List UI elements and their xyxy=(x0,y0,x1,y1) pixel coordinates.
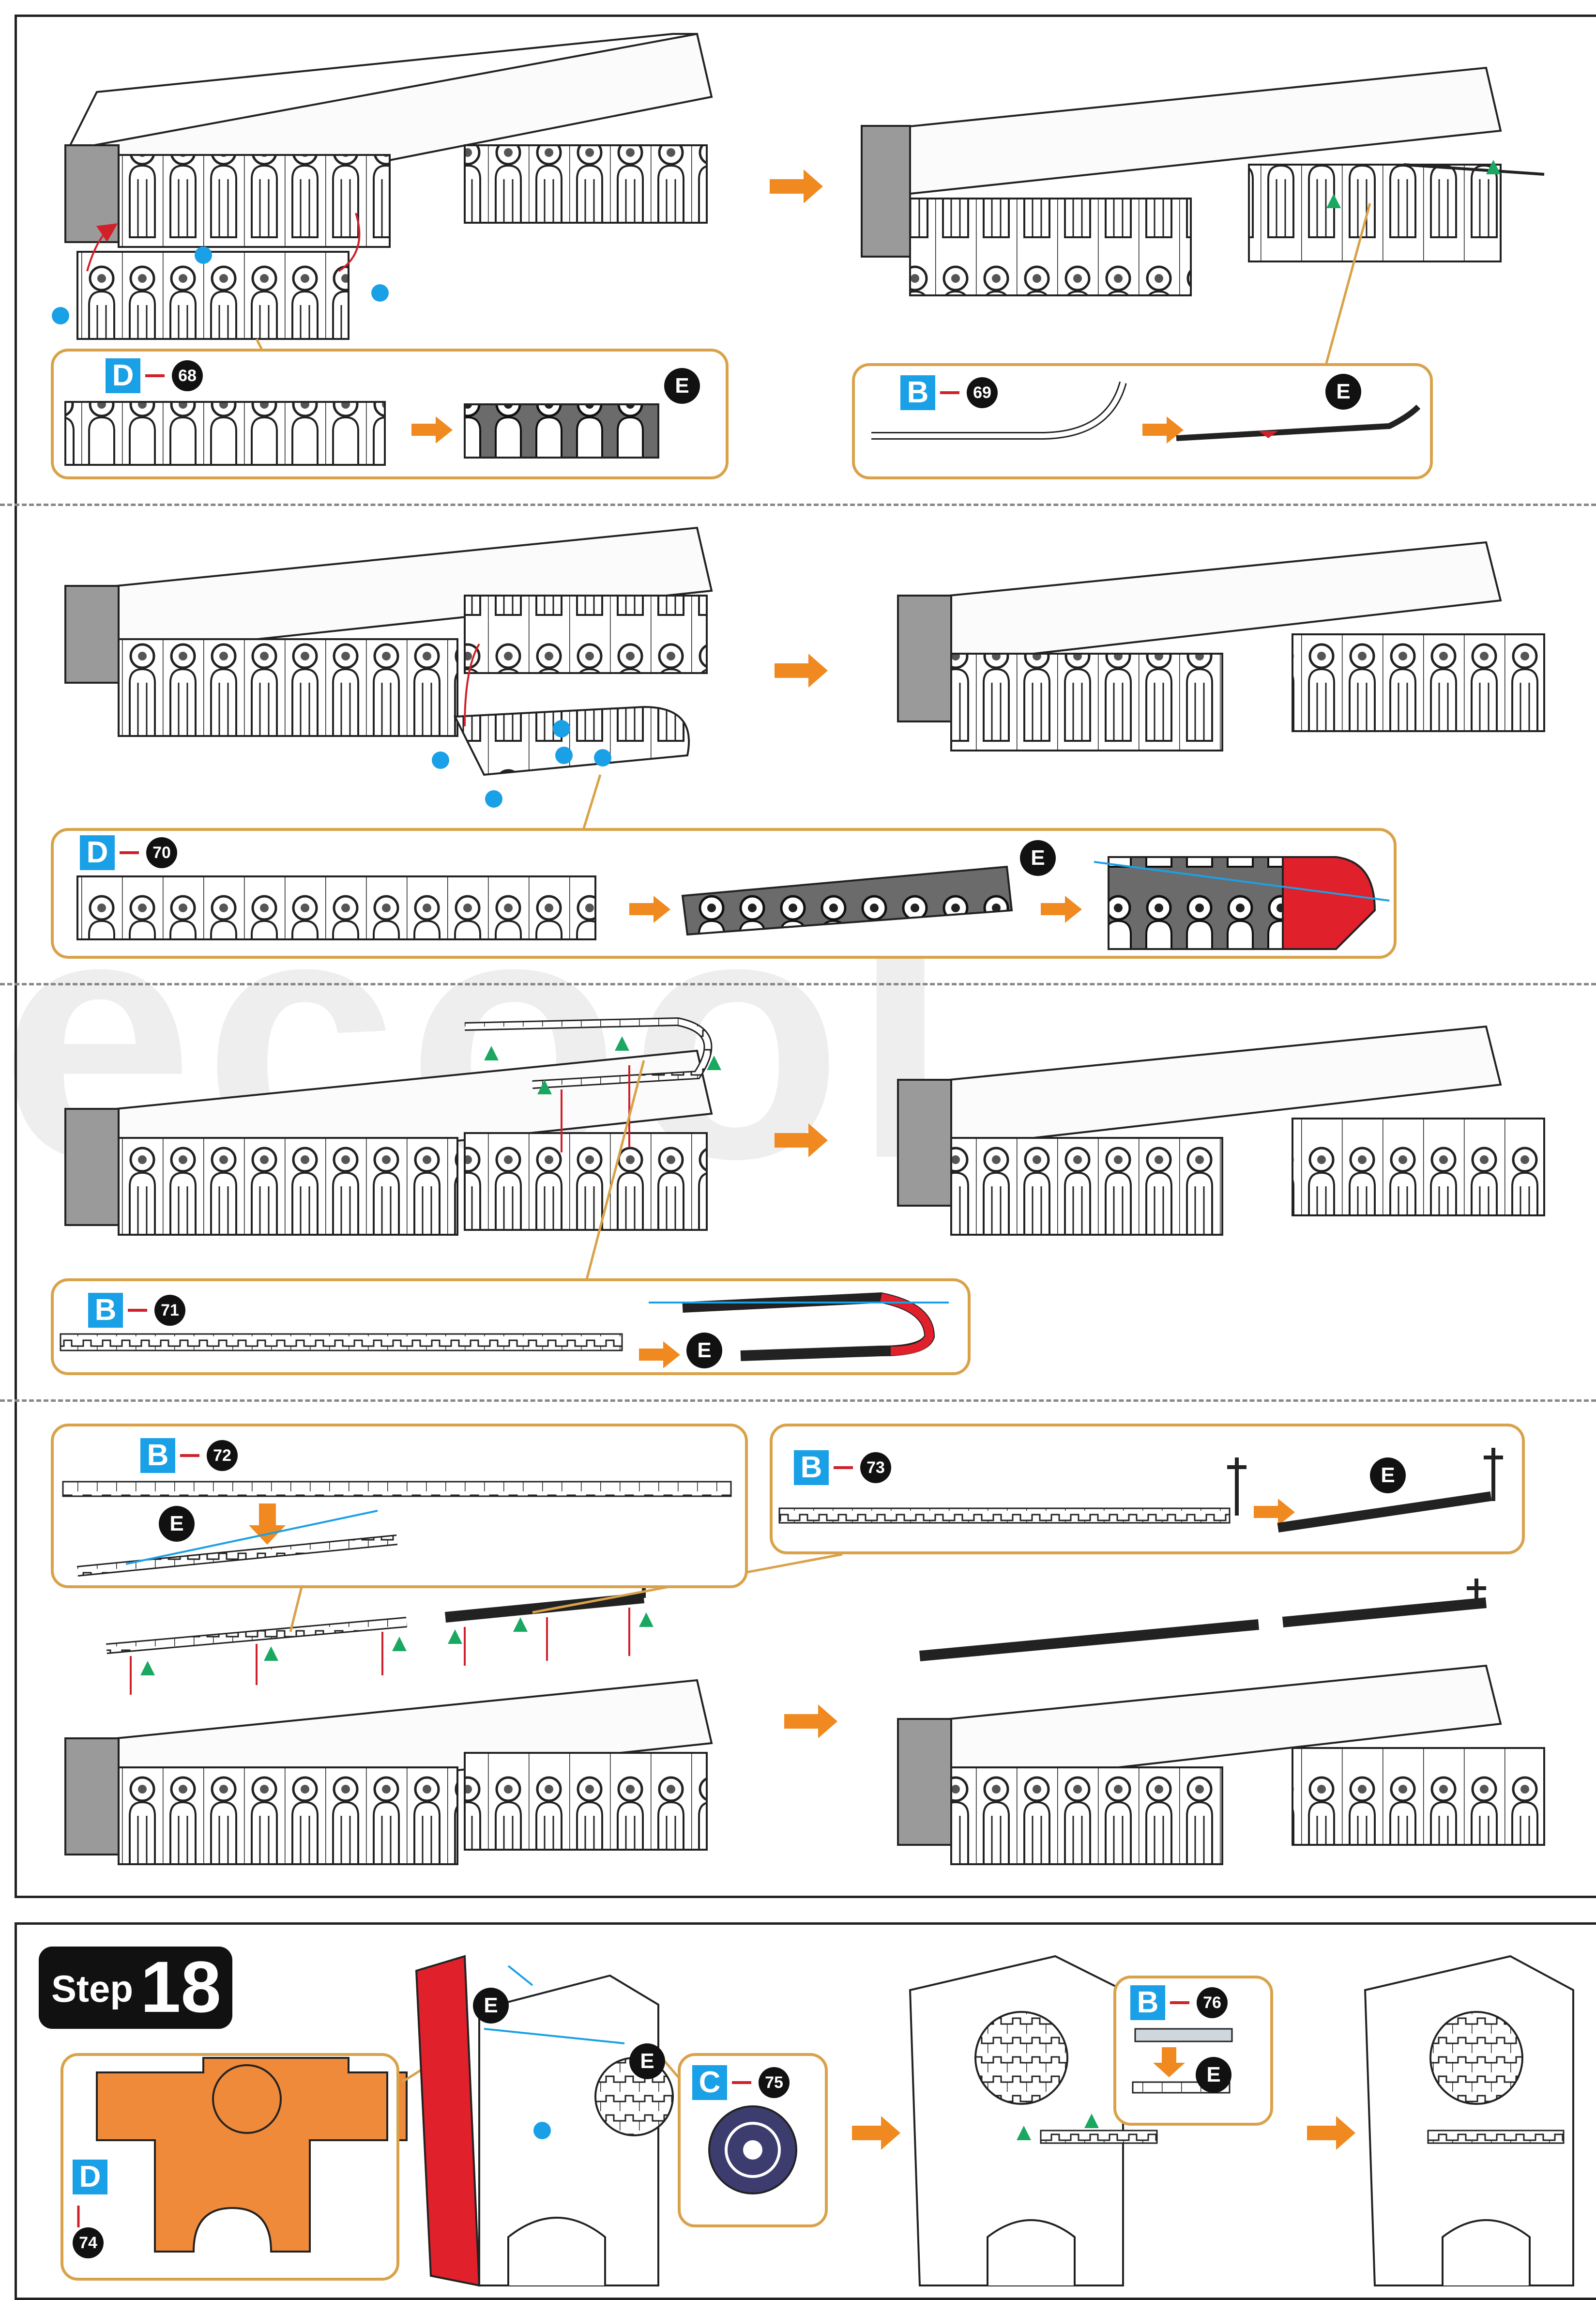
connector-e-badge: E xyxy=(664,368,700,404)
part-number: 76 xyxy=(1197,1987,1228,2018)
part-number: 69 xyxy=(967,377,998,408)
callout-d-70 xyxy=(51,828,1397,959)
label-dash xyxy=(145,374,165,377)
connector-e-badge: E xyxy=(159,1506,195,1542)
callout-b-73 xyxy=(770,1424,1525,1554)
label-dash xyxy=(128,1309,147,1312)
connector-e-badge: E xyxy=(1325,374,1361,410)
building-right-s2 xyxy=(897,541,1545,751)
section-divider xyxy=(0,983,1596,985)
label-dash xyxy=(834,1466,853,1469)
part-number: 71 xyxy=(154,1295,185,1326)
callout-d-68 xyxy=(51,349,729,479)
part-letter: D xyxy=(73,2160,107,2194)
building-left-s1 xyxy=(64,32,713,340)
step-badge: Step 18 xyxy=(39,1947,232,2029)
step-word: Step xyxy=(51,1967,134,2010)
part-number: 74 xyxy=(73,2227,104,2258)
part-letter: B xyxy=(794,1450,829,1485)
part-letter: D xyxy=(106,358,140,393)
building-right-s4 xyxy=(897,1579,1545,1865)
part-number: 73 xyxy=(860,1452,891,1483)
connector-e-badge: E xyxy=(1196,2057,1231,2093)
building-left-s3 xyxy=(64,1017,713,1236)
part-letter: B xyxy=(1130,1985,1165,2020)
label-dash xyxy=(180,1454,199,1457)
callout-d-74 xyxy=(61,2053,399,2281)
connector-e-badge: E xyxy=(1370,1457,1406,1493)
connector-e-badge: E xyxy=(1020,840,1056,876)
connector-e-badge: E xyxy=(686,1333,722,1368)
part-letter: D xyxy=(80,835,115,870)
label-dash xyxy=(1170,2001,1189,2004)
step-number: 18 xyxy=(140,1946,221,2027)
part-number: 70 xyxy=(146,837,177,868)
part-letter: C xyxy=(692,2065,727,2100)
part-letter: B xyxy=(140,1438,175,1473)
building-left-s4 xyxy=(64,1679,713,1865)
part-letter: B xyxy=(900,375,935,410)
upper-steps-frame xyxy=(15,15,1596,1898)
building-right-s3 xyxy=(897,1025,1545,1236)
callout-b-71 xyxy=(51,1278,971,1375)
part-number: 68 xyxy=(172,360,203,391)
connector-e-badge: E xyxy=(629,2043,665,2079)
part-number: 72 xyxy=(207,1440,238,1471)
label-dash xyxy=(120,851,139,854)
label-dash xyxy=(940,391,959,394)
building-right-s1 xyxy=(861,66,1545,296)
section-divider xyxy=(0,504,1596,506)
part-letter: B xyxy=(88,1293,123,1328)
label-dash xyxy=(732,2081,751,2084)
connector-e-badge: E xyxy=(473,1988,509,2024)
section-divider xyxy=(0,1399,1596,1402)
building-left-s2 xyxy=(64,526,713,776)
part-number: 75 xyxy=(759,2067,790,2098)
